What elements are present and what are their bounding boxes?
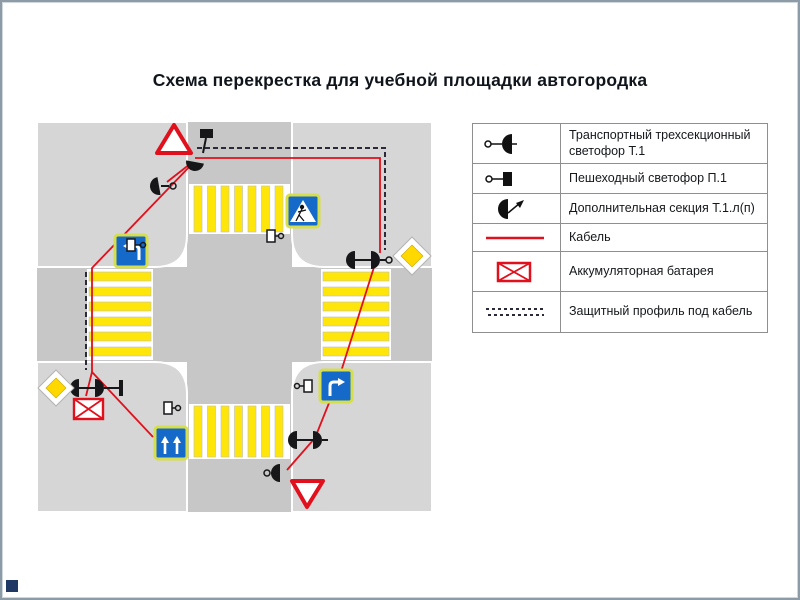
pedestrian-light-west — [126, 238, 147, 252]
transport-light-t1-icon — [483, 133, 517, 154]
legend-label: Защитный профиль под кабель — [569, 304, 753, 319]
yield-sign-bottom — [290, 479, 325, 509]
cable-icon — [485, 236, 544, 239]
block-top-left — [36, 121, 188, 268]
legend-label: Пешеходный светофор П.1 — [569, 170, 727, 185]
direction-sign-east — [318, 368, 354, 404]
legend-row: Транспортный трехсекционный светофор Т.1 — [473, 124, 767, 165]
legend-label: Кабель — [569, 229, 611, 244]
intersection-diagram — [36, 121, 433, 513]
protective-profile-top-right — [197, 147, 386, 250]
battery — [72, 397, 105, 421]
priority-road-sign-west — [37, 369, 75, 407]
page-title: Схема перекрестка для учебной площадки а… — [152, 70, 648, 90]
legend-table: Транспортный трехсекционный светофор Т.1… — [472, 123, 768, 334]
slide-corner-decoration — [6, 580, 18, 592]
traffic-light-west — [70, 379, 123, 397]
crosswalk-north — [189, 184, 290, 234]
legend-row: Защитный профиль под кабель — [473, 292, 767, 333]
traffic-light-north — [148, 129, 213, 197]
additional-section-icon — [497, 198, 524, 219]
corner-blocks — [36, 121, 433, 513]
legend-row: Дополнительная секция Т.1.л(п) — [473, 194, 767, 225]
legend-label: Транспортный трехсекционный светофор Т.1 — [569, 128, 751, 158]
priority-road-sign-east — [392, 236, 432, 276]
direction-sign-south — [153, 425, 189, 461]
pedestrian-light-east — [293, 379, 313, 393]
traffic-light-south — [263, 431, 328, 482]
legend-label: Дополнительная секция Т.1.л(п) — [569, 200, 755, 215]
legend-row: Аккумуляторная батарея — [473, 252, 767, 293]
traffic-light-east — [346, 251, 393, 269]
legend-row: Пешеходный светофор П.1 — [473, 164, 767, 195]
legend-row: Кабель — [473, 224, 767, 253]
crosswalk-south — [189, 404, 290, 459]
legend-label: Аккумуляторная батарея — [569, 263, 714, 278]
pedestrian-light-north — [266, 229, 285, 243]
warning-sign-top — [155, 123, 193, 155]
intersection-diagram-container — [36, 121, 433, 513]
protective-profile-icon — [485, 308, 544, 317]
pedestrian-crossing-sign — [285, 193, 321, 229]
crosswalk-west — [87, 269, 153, 360]
pedestrian-light-p1-icon — [484, 171, 512, 186]
pedestrian-light-south — [163, 401, 182, 415]
crosswalk-east — [321, 269, 391, 360]
battery-icon — [496, 261, 531, 282]
